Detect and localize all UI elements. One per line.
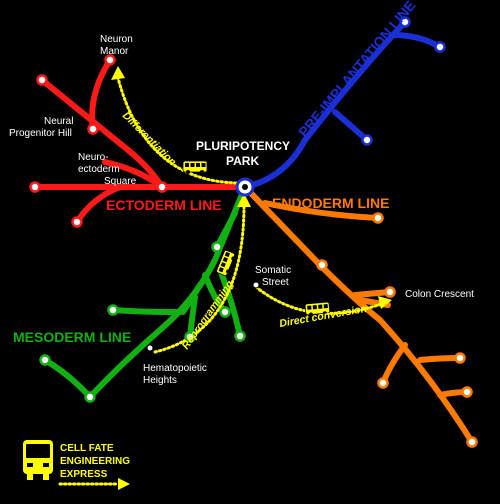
mesoderm-line-label: MESODERM LINE — [13, 329, 131, 345]
station-preimplantation-right[interactable] — [434, 41, 446, 53]
mesoderm-branch-sub — [180, 282, 203, 315]
stations-ectoderm — [29, 54, 168, 228]
stations-preimplantation — [361, 16, 446, 146]
legend-label-3: EXPRESS — [60, 469, 108, 480]
express-arrowheads — [111, 66, 392, 309]
station-preimplantation-mid[interactable] — [361, 134, 373, 146]
somatic-street-label-2: Street — [262, 277, 289, 288]
hub-label-line2: PARK — [226, 154, 259, 168]
neuron-manor-label-1: Neuron — [100, 34, 133, 45]
hematopoietic-heights-label-2: Heights — [143, 375, 177, 386]
station-endoderm-end[interactable] — [466, 436, 478, 448]
legend: CELL FATE ENGINEERING EXPRESS — [23, 440, 130, 490]
station-endoderm-mid[interactable] — [316, 259, 328, 271]
endoderm-branch-colon — [352, 289, 393, 298]
station-somatic-street[interactable] — [252, 281, 260, 289]
station-ectoderm-west[interactable] — [29, 181, 41, 193]
endoderm-branch-top — [262, 200, 381, 221]
somatic-street-label-1: Somatic — [255, 265, 291, 276]
station-mesoderm-right2[interactable] — [234, 330, 246, 342]
hub-pluripotency-park[interactable] — [235, 177, 255, 197]
station-endoderm-lower-right[interactable] — [454, 352, 466, 364]
ectoderm-branch-neuron — [89, 57, 113, 132]
bus-icon-differentiation — [182, 160, 208, 175]
station-mesoderm-top[interactable] — [211, 241, 223, 253]
neuron-manor-label-2: Manor — [100, 46, 129, 57]
preimplantation-line — [242, 19, 443, 190]
station-hematopoietic-heights[interactable] — [146, 344, 154, 352]
station-mesoderm-west[interactable] — [39, 354, 51, 366]
station-mesoderm-right1[interactable] — [219, 306, 231, 318]
station-neural-progenitor-hill[interactable] — [87, 123, 99, 135]
stations-mesoderm — [39, 241, 246, 403]
neuroectoderm-square-label-1: Neuro- — [78, 152, 109, 163]
preimplantation-branch-top — [390, 32, 443, 50]
station-colon-crescent[interactable] — [384, 286, 396, 298]
differentiation-route-label: Differentiation — [120, 110, 179, 169]
neuroectoderm-square-label-3: Square — [104, 176, 137, 187]
ectoderm-line-label: ECTODERM LINE — [106, 197, 222, 213]
preimplantation-trunk — [242, 19, 408, 190]
station-preimplantation-top[interactable] — [399, 16, 411, 28]
preimplantation-line-label: PRE-IMPLANTATION LINE — [295, 0, 418, 140]
endoderm-trunk — [242, 184, 475, 445]
mesoderm-branch-left — [110, 307, 183, 315]
station-ectoderm-lower[interactable] — [71, 216, 83, 228]
legend-label-1: CELL FATE — [60, 443, 114, 454]
direct-conversion-arrowhead — [378, 296, 392, 309]
differentiation-route — [116, 76, 238, 185]
station-neuroectoderm-square[interactable] — [156, 181, 168, 193]
station-endoderm-lower-left[interactable] — [377, 377, 389, 389]
mesoderm-branch-end — [42, 357, 93, 400]
station-mesoderm-left[interactable] — [107, 304, 119, 316]
station-mesoderm-mid[interactable] — [184, 331, 196, 343]
endoderm-branch-lower-right — [417, 355, 463, 363]
endoderm-line-label: ENDODERM LINE — [272, 195, 389, 211]
colon-crescent-label: Colon Crescent — [405, 289, 474, 300]
preimplantation-branch-mid — [332, 109, 370, 143]
mesoderm-branch-right2 — [217, 267, 243, 339]
station-endoderm-top[interactable] — [372, 212, 384, 224]
bus-legend-icon — [23, 440, 53, 480]
reprogramming-route — [153, 200, 246, 354]
station-mesoderm-end[interactable] — [84, 391, 96, 403]
reprogramming-arrowhead — [237, 193, 251, 207]
legend-arrowhead — [118, 478, 130, 490]
neural-progenitor-hill-label-1: Neural — [44, 116, 73, 127]
station-neuron-manor[interactable] — [104, 54, 116, 66]
neural-progenitor-hill-label-2: Progenitor Hill — [9, 128, 72, 139]
hematopoietic-heights-label-1: Hematopoietic — [143, 363, 207, 374]
neuroectoderm-square-label-2: ectoderm — [78, 164, 120, 175]
legend-label-2: ENGINEERING — [60, 456, 130, 467]
stations-endoderm — [316, 212, 478, 448]
mesoderm-branch-top — [214, 210, 238, 250]
endoderm-branch-lower-left — [380, 342, 408, 386]
station-endoderm-bottom-right[interactable] — [461, 386, 473, 398]
station-ectoderm-upper[interactable] — [36, 74, 48, 86]
hub-label-line1: PLURIPOTENCY — [196, 139, 290, 153]
differentiation-arrowhead — [111, 66, 125, 80]
